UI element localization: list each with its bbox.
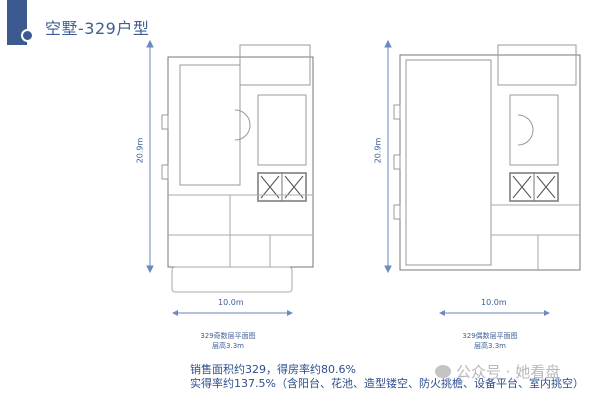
odd-floor-title: 329奇数层平面图 bbox=[200, 332, 256, 340]
page-title: 空墅-329户型 bbox=[45, 19, 150, 38]
header-accent-line bbox=[26, 0, 27, 45]
watermark: 公众号 · 她看盘 bbox=[435, 361, 560, 382]
odd-floor-height: 层高3.3m bbox=[212, 342, 244, 350]
odd-height-label: 20.9m bbox=[135, 137, 145, 164]
header-accent-dot bbox=[21, 29, 34, 42]
even-width-label: 10.0m bbox=[481, 298, 507, 307]
even-width-dimension-arrow bbox=[439, 310, 550, 316]
odd-floor-plan bbox=[146, 39, 314, 293]
sales-area-text: 销售面积约329，得房率约80.6% bbox=[190, 363, 356, 376]
height-dimension-arrow bbox=[146, 39, 154, 274]
even-floor-plan bbox=[384, 39, 581, 274]
even-height-label: 20.9m bbox=[373, 137, 383, 164]
watermark-text: 公众号 · 她看盘 bbox=[456, 363, 561, 381]
even-floor-height: 层高3.3m bbox=[474, 342, 506, 350]
odd-width-label: 10.0m bbox=[218, 298, 244, 307]
floor-plan-drawing bbox=[161, 44, 314, 293]
odd-width-dimension-arrow bbox=[172, 310, 293, 316]
even-floor-title: 329偶数层平面图 bbox=[462, 332, 518, 340]
height-dimension-arrow bbox=[384, 39, 392, 274]
wechat-icon bbox=[435, 365, 451, 378]
efficiency-text: 实得率约137.5%（含阳台、花池、造型镂空、防火挑檐、设备平台、室内挑空） bbox=[190, 377, 584, 390]
floor-plan-drawing bbox=[393, 44, 581, 271]
odd-floor-caption: 329奇数层平面图 层高3.3m bbox=[168, 331, 288, 351]
even-floor-caption: 329偶数层平面图 层高3.3m bbox=[430, 331, 550, 351]
